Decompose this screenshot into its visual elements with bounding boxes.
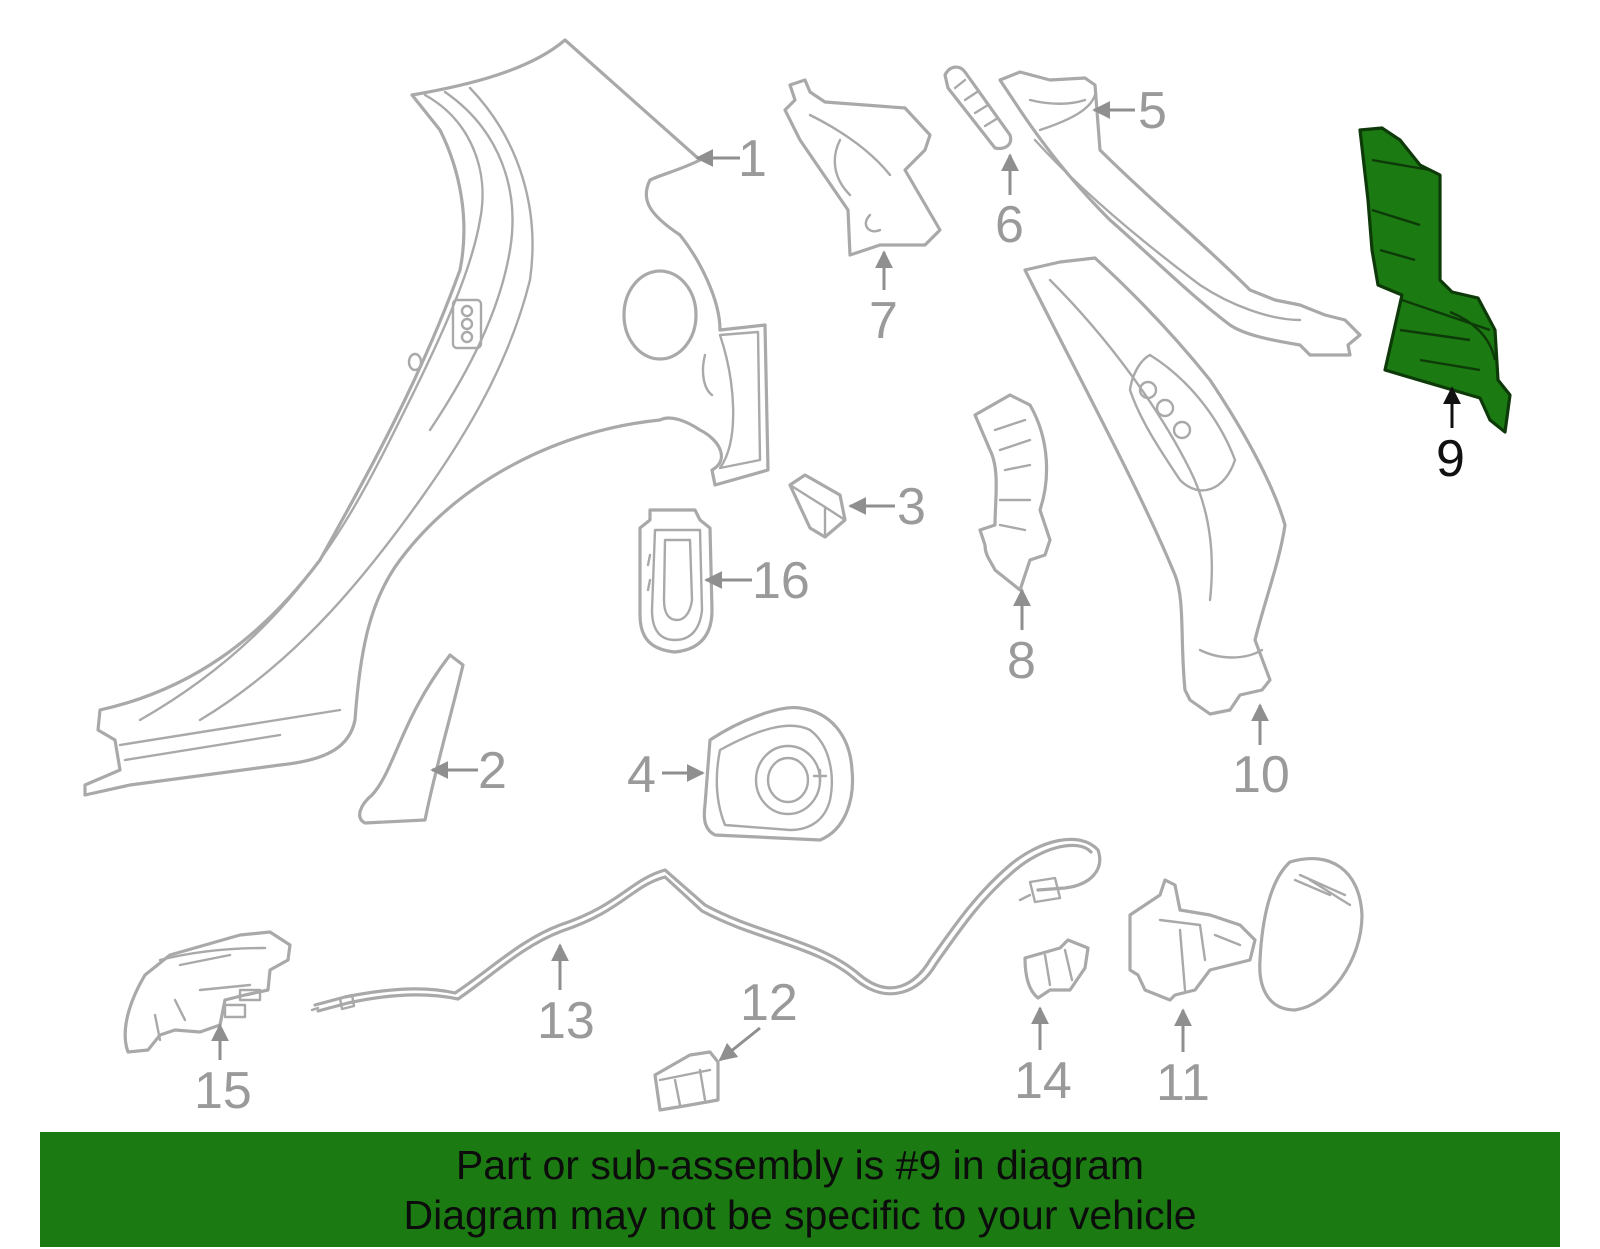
part-16-vent[interactable] [638, 508, 714, 654]
callout-3: 3 [848, 478, 926, 536]
callout-11: 11 [1156, 1008, 1210, 1112]
callout-15: 15 [194, 1023, 252, 1120]
part-9-highlighted[interactable] [1358, 126, 1512, 434]
callout-1-label: 1 [738, 130, 767, 188]
callout-16: 16 [704, 552, 810, 610]
banner-line-2: Diagram may not be specific to your vehi… [403, 1191, 1197, 1238]
callout-6-label: 6 [995, 196, 1024, 254]
part-1-quarter-panel[interactable] [83, 38, 770, 797]
callout-14: 14 [1014, 1006, 1072, 1110]
callout-15-label: 15 [194, 1062, 252, 1120]
part-3-bracket[interactable] [788, 473, 847, 539]
part-4-filler-housing[interactable] [702, 706, 855, 842]
callout-2: 2 [430, 742, 507, 800]
callout-4: 4 [627, 746, 705, 804]
part-14-lock-actuator[interactable] [1023, 938, 1090, 1000]
info-banner: Part or sub-assembly is #9 in diagram Di… [40, 1132, 1560, 1247]
part-6-clip[interactable] [943, 65, 1013, 151]
callout-7-label: 7 [869, 292, 898, 350]
part-13-release-cable[interactable] [310, 837, 1102, 1013]
callout-9: 9 [1436, 386, 1465, 488]
callout-2-label: 2 [478, 742, 507, 800]
callout-12: 12 [718, 974, 798, 1062]
callout-16-label: 16 [752, 552, 810, 610]
callout-11-label: 11 [1156, 1054, 1210, 1112]
callout-9-label: 9 [1436, 430, 1465, 488]
part-5-reinforcement[interactable] [998, 70, 1362, 357]
callout-5-label: 5 [1138, 82, 1167, 140]
callout-5: 5 [1092, 82, 1167, 140]
callout-13: 13 [537, 943, 595, 1050]
callout-4-label: 4 [627, 746, 656, 804]
part-12-bracket[interactable] [653, 1050, 720, 1112]
callout-10-label: 10 [1232, 746, 1290, 804]
banner-line-1: Part or sub-assembly is #9 in diagram [455, 1141, 1145, 1188]
callout-12-label: 12 [740, 974, 798, 1032]
callout-3-label: 3 [897, 478, 926, 536]
part-7-upper-bracket[interactable] [783, 78, 942, 257]
callout-8-label: 8 [1007, 632, 1036, 690]
part-11-filler-door[interactable] [1128, 857, 1364, 1012]
part-2-pillar-trim[interactable] [358, 653, 465, 825]
callout-14-label: 14 [1014, 1052, 1072, 1110]
callout-8: 8 [1007, 588, 1036, 690]
callout-6: 6 [995, 153, 1024, 254]
part-8-pillar-bracket[interactable] [973, 393, 1052, 592]
part-10-inner-quarter[interactable] [1023, 256, 1287, 716]
part-15-latch-bracket[interactable] [123, 930, 292, 1054]
callout-10: 10 [1232, 703, 1290, 804]
callout-13-label: 13 [537, 992, 595, 1050]
callout-7: 7 [869, 250, 898, 350]
callout-1: 1 [695, 130, 767, 188]
